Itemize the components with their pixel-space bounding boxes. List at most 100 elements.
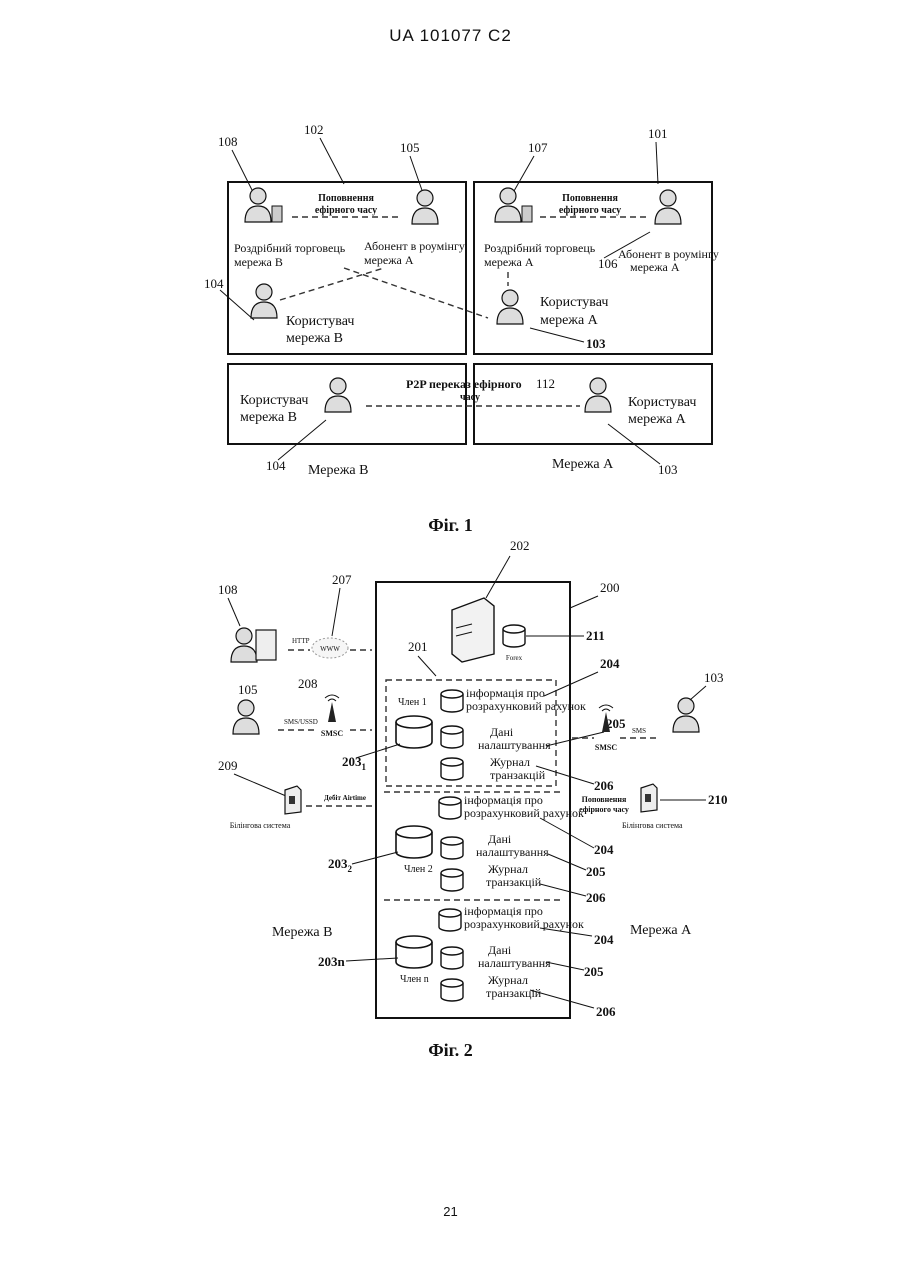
- ref-203n: 203n: [318, 954, 346, 969]
- svg-text:транзакцій: транзакцій: [486, 875, 542, 889]
- server-icon: [452, 598, 494, 662]
- page-number: 21: [0, 1204, 901, 1219]
- svg-text:мережа А: мережа А: [540, 313, 599, 328]
- figure-2-caption: Фіг. 2: [0, 1040, 901, 1061]
- log-db-icon-1: [441, 758, 463, 780]
- network-b-label-fig2: Мережа В: [272, 925, 332, 940]
- roaming-subscriber-icon: [412, 190, 438, 224]
- refill-label-right: Поповнення: [562, 193, 618, 204]
- user-a-label: Користувач: [540, 295, 608, 310]
- ref-101: 101: [648, 126, 668, 141]
- member-n-db-icon: [396, 936, 432, 968]
- member-n-label: Член n: [400, 974, 429, 985]
- member-2-db-icon: [396, 826, 432, 858]
- account-db-icon-2: [439, 797, 461, 819]
- billing-system-left-icon: [285, 786, 301, 814]
- retailer-b-icon: [245, 188, 271, 222]
- settings-db-icon-2: [441, 837, 463, 859]
- svg-text:часу: часу: [460, 392, 480, 403]
- ref-107: 107: [528, 140, 548, 155]
- member-1-label: Член 1: [398, 697, 427, 708]
- ref-204-b: 204: [594, 842, 614, 857]
- ref-105: 105: [400, 140, 420, 155]
- svg-text:мережа В: мережа В: [240, 410, 297, 425]
- account-db-icon-1: [441, 690, 463, 712]
- ref-103-bottom: 103: [658, 462, 678, 477]
- retailer-a-icon: [495, 188, 521, 222]
- ref-200: 200: [600, 580, 620, 595]
- account-info-3: інформація про: [464, 904, 543, 918]
- account-info-2: інформація про: [464, 793, 543, 807]
- ref-207: 207: [332, 572, 352, 587]
- retailer-b-label: Роздрібний торговець: [234, 241, 346, 255]
- network-b-label: Мережа В: [308, 463, 368, 478]
- svg-text:мережа В: мережа В: [286, 331, 343, 346]
- svg-text:налаштування: налаштування: [478, 738, 551, 752]
- ref-211: 211: [586, 628, 605, 643]
- svg-text:розрахунковий рахунок: розрахунковий рахунок: [466, 699, 586, 713]
- svg-text:ефірного часу: ефірного часу: [315, 205, 377, 216]
- ref-108: 108: [218, 134, 238, 149]
- figure-1: 102 101 108 105 107 Поповнення ефірного …: [204, 122, 719, 478]
- settings-db-icon-1: [441, 726, 463, 748]
- ref-103-fig2: 103: [704, 670, 724, 685]
- group-1-items: інформація про розрахунковий рахунок Дан…: [441, 686, 586, 782]
- smsc-right-label: SMSC: [595, 743, 617, 752]
- ref-104-bottom: 104: [266, 458, 286, 473]
- ref-104-top: 104: [204, 276, 224, 291]
- tx-log-2: Журнал: [488, 862, 528, 876]
- figure-1-caption: Фіг. 1: [0, 515, 901, 536]
- svg-text:розрахунковий рахунок: розрахунковий рахунок: [464, 917, 584, 931]
- log-db-icon-2: [441, 869, 463, 891]
- ref-206-b: 206: [586, 890, 606, 905]
- sms-ussd-label: SMS/USSD: [284, 718, 318, 726]
- debit-airtime-label: Дебіт Airtime: [324, 794, 366, 802]
- user-a-icon: [497, 290, 523, 324]
- ref-106: 106: [598, 256, 618, 271]
- svg-text:транзакцій: транзакцій: [486, 986, 542, 1000]
- svg-text:транзакцій: транзакцій: [490, 768, 546, 782]
- roaming-subscriber-a-icon: [655, 190, 681, 224]
- ref-209: 209: [218, 758, 238, 773]
- svg-text:мережа А: мережа А: [628, 412, 687, 427]
- svg-text:налаштування: налаштування: [478, 956, 551, 970]
- forex-db-icon: [503, 625, 525, 647]
- smsc-tower-left-icon: [325, 695, 339, 722]
- retailer-icon-fig2: [231, 628, 257, 662]
- roamer-label-right: Абонент в роумінгу: [618, 247, 719, 261]
- ref-102: 102: [304, 122, 324, 137]
- group-2-items: інформація про розрахунковий рахунок Дан…: [439, 793, 584, 891]
- user-b-icon: [251, 284, 277, 318]
- billing-right-label: Білінгова система: [622, 821, 683, 830]
- sms-label: SMS: [632, 727, 646, 735]
- ref-103-top: 103: [586, 336, 606, 351]
- settings-db-icon-3: [441, 947, 463, 969]
- settings-data-1: Дані: [490, 725, 514, 739]
- member-2-label: Член 2: [404, 864, 433, 875]
- tx-log-3: Журнал: [488, 973, 528, 987]
- www-label: WWW: [320, 645, 340, 653]
- ref-206-c: 206: [596, 1004, 616, 1019]
- tx-log-1: Журнал: [490, 755, 530, 769]
- forex-label: Forex: [506, 654, 523, 662]
- network-a-label: Мережа А: [552, 457, 614, 472]
- retailer-a-label: Роздрібний торговець: [484, 241, 596, 255]
- svg-text:розрахунковий рахунок: розрахунковий рахунок: [464, 806, 584, 820]
- svg-text:ефірного часу: ефірного часу: [579, 805, 629, 814]
- ref-203-1: 2031: [342, 754, 367, 772]
- user-b-bottom-icon: [325, 378, 351, 412]
- ref-202: 202: [510, 538, 530, 553]
- account-info-1: інформація про: [466, 686, 545, 700]
- ref-206-a: 206: [594, 778, 614, 793]
- group-3-items: інформація про розрахунковий рахунок Дан…: [439, 904, 584, 1001]
- roamer-label-left: Абонент в роумінгу: [364, 239, 465, 253]
- smsc-left-label: SMSC: [321, 729, 343, 738]
- ref-204-a: 204: [600, 656, 620, 671]
- ref-108-fig2: 108: [218, 582, 238, 597]
- user-icon-105: [233, 700, 259, 734]
- ref-208: 208: [298, 676, 318, 691]
- settings-data-3: Дані: [488, 943, 512, 957]
- svg-text:мережа А: мережа А: [630, 260, 680, 274]
- refill-label-fig2: Поповнення: [582, 795, 627, 804]
